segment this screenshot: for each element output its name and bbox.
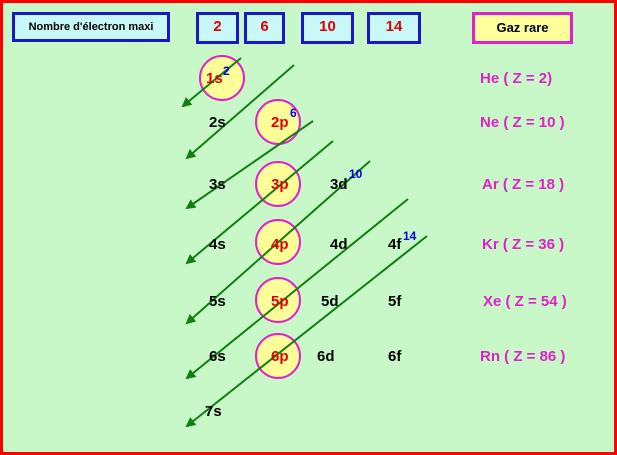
arrow-2	[185, 64, 295, 160]
subshell-4s: 4s	[209, 236, 226, 253]
subshell-6p: 6p	[271, 348, 289, 365]
subshell-5f: 5f	[388, 293, 402, 310]
subshell-3s: 3s	[209, 176, 226, 193]
arrow-4	[185, 140, 334, 265]
subshell-6d: 6d	[317, 348, 335, 365]
gas-he: He ( Z = 2)	[480, 70, 553, 87]
subshell-3p: 3p	[271, 176, 289, 193]
circle-2p	[255, 99, 301, 145]
subshell-1s: 1s	[206, 70, 223, 87]
gas-rn: Rn ( Z = 86 )	[480, 348, 566, 365]
subshell-4d: 4d	[330, 236, 348, 253]
capacity-p: 6	[244, 12, 285, 44]
superscript-1s: 2	[223, 64, 230, 78]
superscript-3d: 10	[349, 167, 363, 181]
capacity-f: 14	[367, 12, 421, 44]
arrow-6	[185, 198, 409, 380]
subshell-5s: 5s	[209, 293, 226, 310]
subshell-2p: 2p	[271, 114, 289, 131]
filling-order-arrows	[181, 57, 428, 428]
subshell-5d: 5d	[321, 293, 339, 310]
gas-ar: Ar ( Z = 18 )	[482, 176, 565, 193]
capacity-s: 2	[196, 12, 239, 44]
subshell-4p: 4p	[271, 236, 289, 253]
superscript-4f: 14	[403, 229, 417, 243]
arrow-3	[185, 120, 314, 210]
arrow-5	[185, 160, 371, 325]
arrow-7	[185, 235, 428, 428]
arrow-1	[181, 57, 242, 108]
subshell-6f: 6f	[388, 348, 402, 365]
gas-ne: Ne ( Z = 10 )	[480, 114, 565, 131]
superscript-2p: 6	[290, 106, 297, 120]
max-electrons-title: Nombre d'électron maxi	[12, 12, 170, 42]
noble-gas-title: Gaz rare	[472, 12, 573, 44]
subshell-2s: 2s	[209, 114, 226, 131]
gas-xe: Xe ( Z = 54 )	[483, 293, 567, 310]
gas-kr: Kr ( Z = 36 )	[482, 236, 565, 253]
subshell-7s: 7s	[205, 403, 222, 420]
subshell-5p: 5p	[271, 293, 289, 310]
subshell-4f: 4f	[388, 236, 402, 253]
subshell-3d: 3d	[330, 176, 348, 193]
capacity-d: 10	[301, 12, 354, 44]
circle-1s	[199, 55, 245, 101]
subshell-6s: 6s	[209, 348, 226, 365]
circle-5p	[255, 277, 301, 323]
